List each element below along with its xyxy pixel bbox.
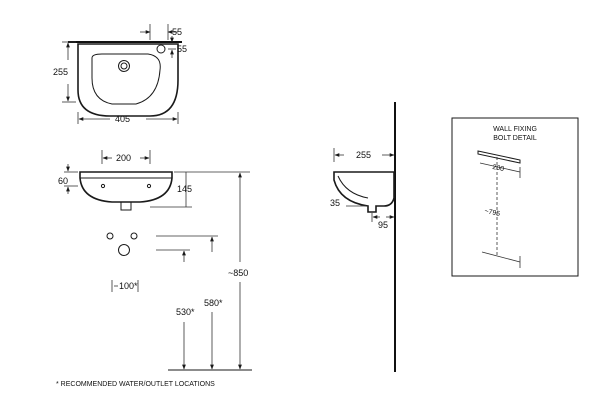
detail-frame — [451, 117, 579, 277]
front-view: 200 60 145 100* 530* — [58, 150, 252, 371]
bolt-bar — [477, 150, 521, 164]
side-view: 255 35 95 — [330, 102, 396, 372]
outlet-waste-icon — [118, 244, 130, 256]
dim-back-offset: 35 — [330, 198, 340, 208]
dim-outlet-depth: 95 — [378, 220, 388, 230]
top-view: 55 55 255 405 — [53, 24, 187, 124]
dim-outlet-height: 530* — [176, 307, 195, 317]
inlet-cold-icon — [106, 232, 114, 240]
detail-title-line2: BOLT DETAIL — [493, 135, 537, 142]
footnote: * RECOMMENDED WATER/OUTLET LOCATIONS — [56, 381, 215, 388]
drain-inner-icon — [120, 62, 128, 70]
dim-bolt-spacing: 200 — [492, 164, 505, 173]
basin-inner-side — [337, 175, 369, 199]
tap-hole-icon — [156, 44, 166, 54]
dim-tap-offset-y: 55 — [177, 44, 187, 54]
fixing-hole-icon — [146, 183, 152, 189]
detail-floor-line — [481, 251, 521, 263]
dim-tap-offset-x: 55 — [172, 27, 182, 37]
dim-inlet-spacing: 100* — [119, 281, 138, 291]
detail-title-line1: WALL FIXING — [493, 126, 537, 133]
dim-bolt-height: ~795 — [484, 208, 501, 218]
dim-rim-height: 60 — [58, 176, 68, 186]
dim-depth: 255 — [53, 67, 68, 77]
dim-projection: 255 — [356, 150, 371, 160]
bolt-detail: WALL FIXING BOLT DETAIL 200 ~795 — [451, 117, 579, 277]
dim-waste-spacing: 200 — [116, 153, 131, 163]
waste-outlet — [120, 202, 132, 211]
fixing-hole-icon — [100, 183, 106, 189]
basin-bowl-plan — [91, 53, 161, 105]
drain-hole-icon — [118, 60, 130, 72]
dim-inlet-height: 580* — [204, 298, 223, 308]
dim-overall-height: ~850 — [228, 268, 248, 278]
basin-outline-side — [333, 171, 395, 213]
dim-bowl-depth: 145 — [177, 184, 192, 194]
basin-outline-front — [79, 171, 173, 203]
dim-line — [479, 162, 521, 173]
inlet-hot-icon — [130, 232, 138, 240]
dim-width: 405 — [115, 114, 130, 124]
basin-outline-plan — [77, 43, 179, 117]
